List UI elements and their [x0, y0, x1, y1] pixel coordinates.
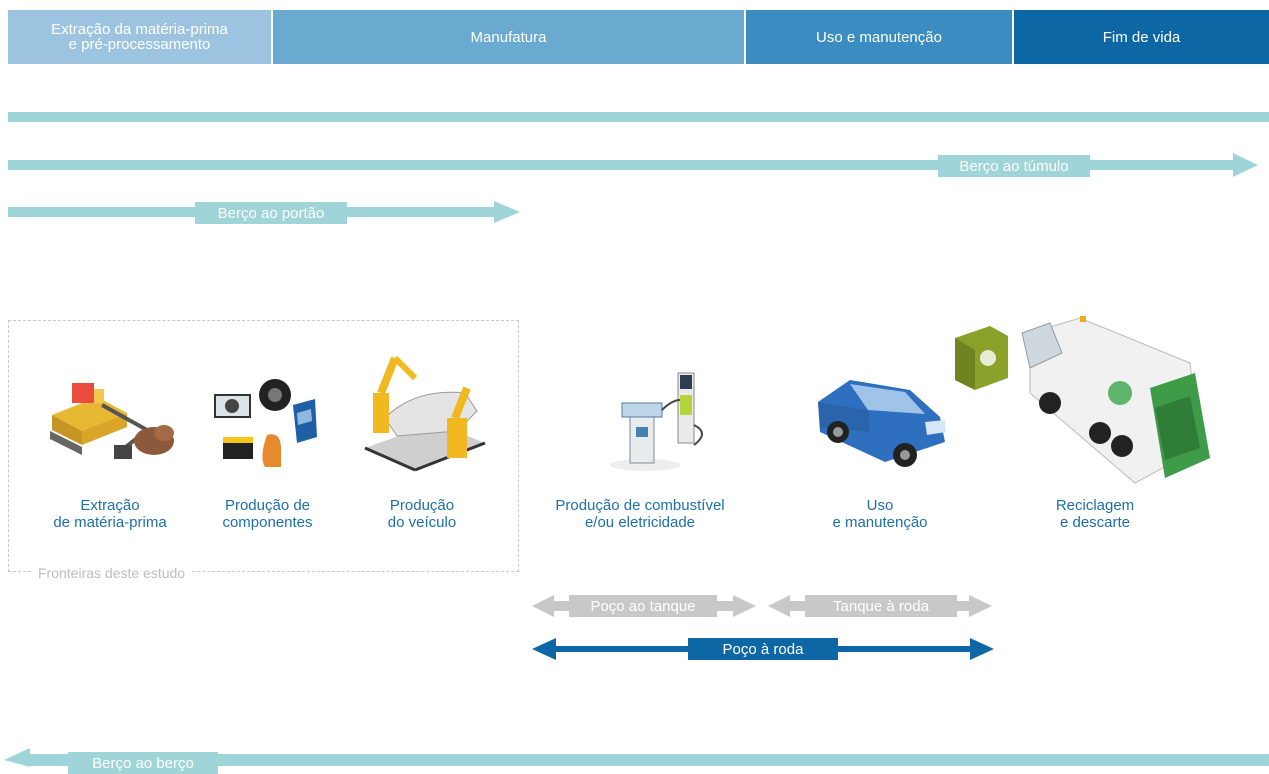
charging-station-icon: [610, 372, 703, 471]
cradle-to-cradle-arrow: [4, 748, 1269, 767]
stage-label-use-line1: Uso: [866, 497, 894, 514]
study-boundary-box: [8, 320, 519, 572]
stage-label-components-line1: Produção de: [224, 497, 311, 514]
phase-raw-material: Extração da matéria-prima e pré-processa…: [8, 10, 271, 64]
robot-assembly-icon: [364, 355, 486, 472]
stage-label-components: Produção de componentes: [200, 497, 335, 531]
stage-label-recycling-line2: e descarte: [1059, 514, 1131, 531]
cradle-to-gate-label: Berço ao portão: [195, 202, 347, 224]
cradle-to-cradle-label: Berço ao berço: [68, 752, 218, 774]
stage-label-extraction-line2: de matéria-prima: [53, 514, 167, 531]
stage-label-use-line2: e manutenção: [832, 514, 928, 531]
components-icon: [214, 379, 317, 467]
stage-label-extraction: Extração de matéria-prima: [40, 497, 180, 531]
stage-label-use: Uso e manutenção: [805, 497, 955, 531]
stage-label-fuel-line2: e/ou eletricidade: [584, 514, 696, 531]
well-to-wheel-label: Poço à roda: [688, 638, 838, 660]
stage-label-vehicle: Produção do veículo: [362, 497, 482, 531]
stage-label-vehicle-line2: do veículo: [387, 514, 457, 531]
car-icon: [818, 380, 946, 467]
study-boundary-label: Fronteiras deste estudo: [32, 565, 192, 581]
stage-label-recycling-line1: Reciclagem: [1055, 497, 1135, 514]
phase-use-maintenance: Uso e manutenção: [746, 10, 1012, 64]
phase-raw-material-line2: e pré-processamento: [68, 36, 211, 53]
cradle-to-grave-label: Berço ao túmulo: [938, 155, 1090, 177]
tank-to-wheel-label: Tanque à roda: [805, 595, 957, 617]
phase-end-of-life: Fim de vida: [1014, 10, 1269, 64]
garbage-truck-icon: [955, 316, 1210, 484]
phase-raw-material-line1: Extração da matéria-prima: [51, 21, 228, 38]
excavator-icon: [50, 383, 174, 459]
stage-label-fuel-line1: Produção de combustível: [555, 497, 725, 514]
cradle-to-grave-arrow: [8, 153, 1258, 177]
stage-label-extraction-line1: Extração: [80, 497, 140, 514]
stage-label-fuel: Produção de combustível e/ou eletricidad…: [540, 497, 740, 531]
well-to-tank-label: Poço ao tanque: [569, 595, 717, 617]
phase-manufacturing: Manufatura: [273, 10, 744, 64]
stage-label-recycling: Reciclagem e descarte: [1030, 497, 1160, 531]
full-lifecycle-bar: [8, 112, 1269, 122]
stage-label-vehicle-line1: Produção: [389, 497, 455, 514]
stage-label-components-line2: componentes: [222, 514, 313, 531]
